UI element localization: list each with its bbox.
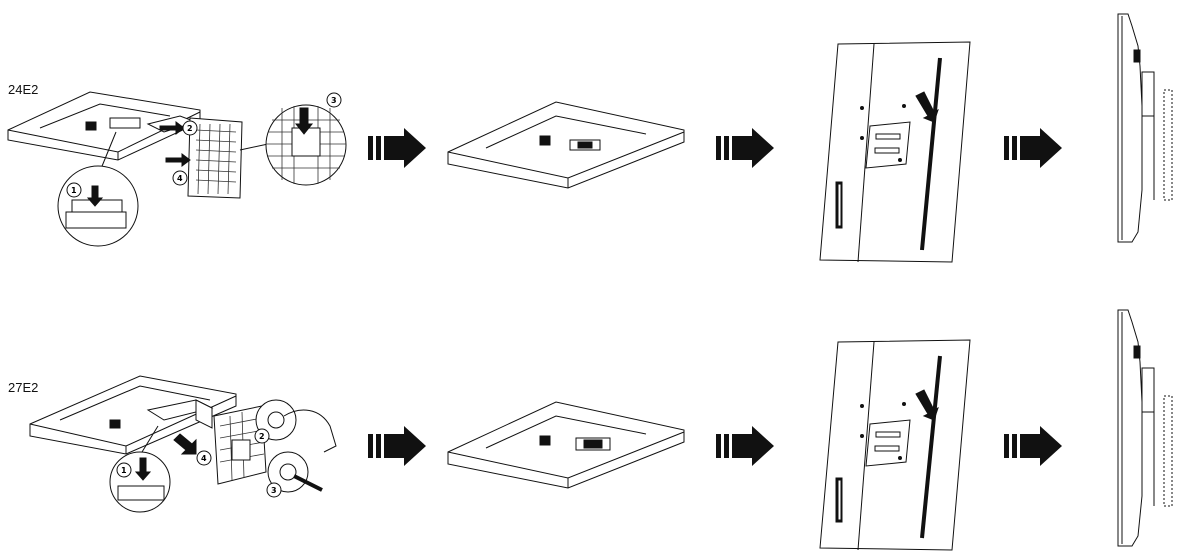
svg-text:3: 3 (271, 486, 277, 495)
wall-mount-bracket-illustration (818, 40, 973, 265)
step-callout: 3 (327, 93, 341, 107)
stand-removal-illustration: 2 3 4 1 (0, 0, 370, 250)
wall-mounted-side-view-illustration (1110, 10, 1179, 250)
step-callout: 2 (255, 429, 269, 443)
double-bar-right-arrow-icon (716, 426, 780, 466)
step-callout: 1 (67, 183, 81, 197)
step-callout: 2 (183, 121, 197, 135)
step-callout: 4 (173, 171, 187, 185)
double-bar-right-arrow-icon (716, 128, 780, 168)
step-callout: 3 (267, 483, 281, 497)
step-callout: 1 (117, 463, 131, 477)
svg-text:4: 4 (177, 174, 183, 183)
double-bar-right-arrow-icon (1004, 128, 1068, 168)
step-callout: 4 (197, 451, 211, 465)
monitor-without-stand-illustration (446, 392, 686, 492)
double-bar-right-arrow-icon (368, 426, 432, 466)
svg-text:1: 1 (71, 186, 77, 195)
svg-text:3: 3 (331, 96, 337, 105)
svg-text:2: 2 (259, 432, 265, 441)
wall-mount-bracket-illustration (818, 338, 973, 552)
instruction-row-27e2: 27E2 2 (0, 276, 1179, 552)
double-bar-right-arrow-icon (368, 128, 432, 168)
svg-text:2: 2 (187, 124, 193, 133)
instruction-row-24e2: 24E2 (0, 0, 1179, 276)
double-bar-right-arrow-icon (1004, 426, 1068, 466)
monitor-without-stand-illustration (446, 92, 686, 192)
wall-mounted-side-view-illustration (1110, 306, 1179, 550)
svg-text:1: 1 (121, 466, 127, 475)
svg-text:4: 4 (201, 454, 207, 463)
stand-removal-illustration: 2 3 4 1 (0, 276, 370, 526)
